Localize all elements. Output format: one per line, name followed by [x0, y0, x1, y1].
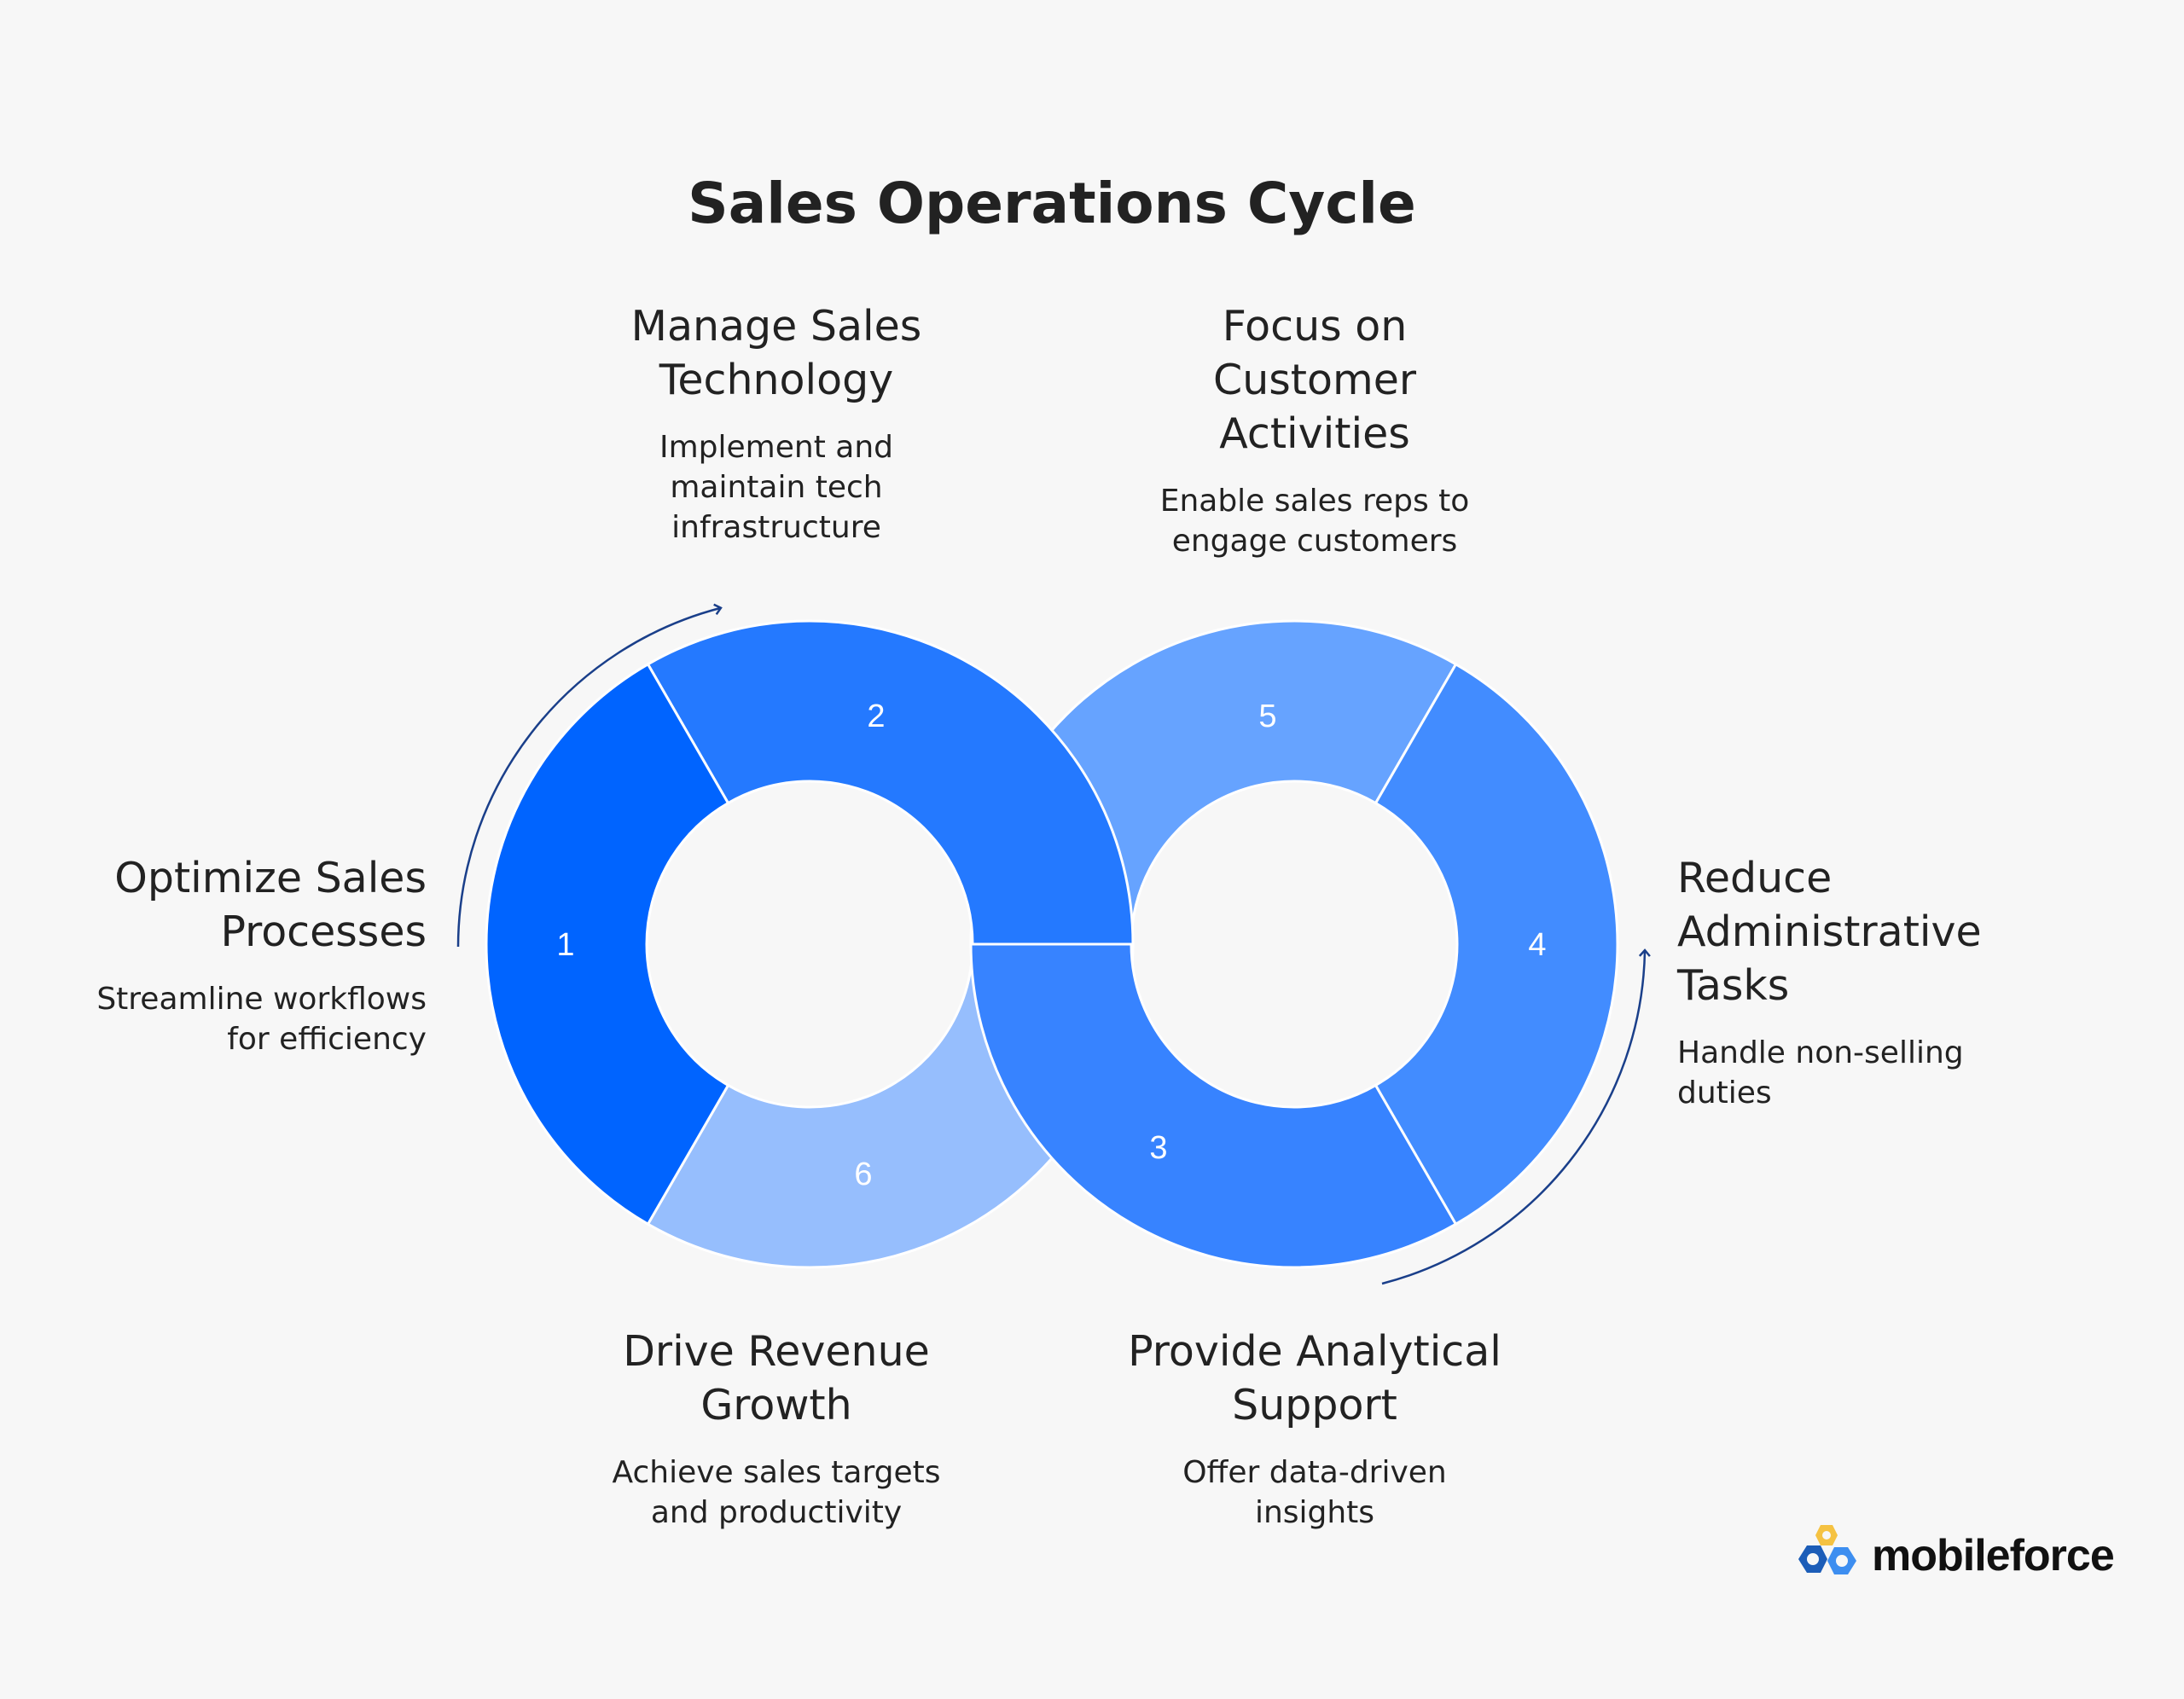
logo-text: mobileforce [1872, 1531, 2115, 1580]
segment-1-label: 1 [556, 927, 574, 963]
mobileforce-logo: mobileforce [1795, 1523, 2115, 1588]
segment-1 [485, 662, 730, 1226]
segment-2 [646, 619, 1135, 946]
segment-6-label: 6 [854, 1157, 872, 1192]
segment-2-label: 2 [867, 699, 885, 734]
page-title: Sales Operations Cycle [688, 171, 1416, 236]
logo-hexagons-icon [1798, 1525, 1856, 1574]
segment-5-label: 5 [1258, 699, 1276, 734]
cycle-arrow-right [1381, 948, 1651, 1285]
segment-3 [969, 942, 1458, 1269]
segment-4-label: 4 [1528, 927, 1546, 963]
segment-3-label: 3 [1149, 1130, 1167, 1166]
cycle-arrow-left [456, 603, 723, 948]
segment-4 [1374, 662, 1619, 1226]
